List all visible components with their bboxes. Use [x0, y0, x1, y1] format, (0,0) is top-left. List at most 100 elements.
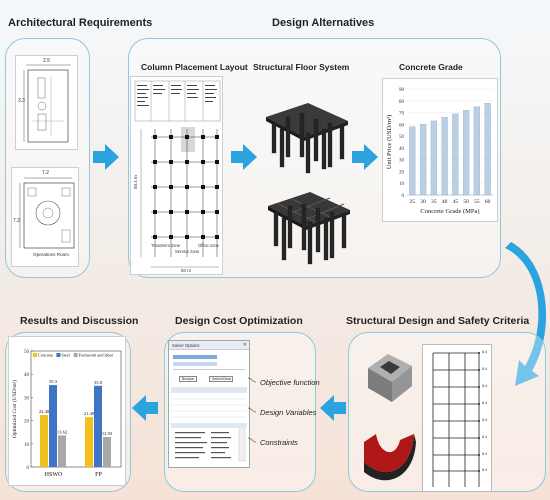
- y-tick-label: 0: [402, 194, 405, 199]
- architectural-drawing-top: 2.5 3.3: [15, 55, 78, 150]
- bar: [409, 127, 415, 195]
- bar: [49, 385, 57, 467]
- y-tick-label: 60: [399, 123, 405, 128]
- legend-swatch: [74, 353, 78, 357]
- y-tick-label: 40: [399, 147, 405, 152]
- x-tick-label: 60: [485, 199, 491, 205]
- arrow-right-icon: [229, 142, 259, 172]
- objective-cell-field[interactable]: [173, 355, 217, 359]
- section-title-design-alternatives: Design Alternatives: [272, 17, 374, 29]
- data-label: 22.40: [39, 409, 50, 414]
- data-label: 12.93: [102, 431, 113, 436]
- window-title: Solver Options: [172, 343, 199, 348]
- arrow-right-icon: [91, 142, 121, 172]
- data-label: 35.3: [49, 379, 58, 384]
- x-tick-label: FP: [95, 472, 102, 478]
- legend-label: Concrete: [38, 353, 53, 358]
- subsection-column-layout: Column Placement Layout: [141, 62, 248, 72]
- term-design-variables: Design Variables: [260, 408, 316, 417]
- x-tick-label: HSWO: [45, 472, 63, 478]
- x-tick-label: 25: [410, 199, 416, 205]
- section-title-design-cost-optimization: Design Cost Optimization: [175, 315, 303, 327]
- zone-label-treatment: Treatment zone: [151, 243, 180, 248]
- constraints-table: [171, 387, 249, 467]
- x-tick-label: 55: [474, 199, 480, 205]
- bracket-connector: [246, 358, 260, 456]
- bar: [485, 103, 491, 195]
- y-tick-label: 30: [24, 396, 30, 401]
- floor-plan-drawing-top: [16, 56, 79, 151]
- y-tick-label: 50: [24, 350, 30, 355]
- x-tick-label: 50: [463, 199, 469, 205]
- y-tick-label: 70: [399, 112, 405, 117]
- legend-swatch: [56, 353, 60, 357]
- bar: [58, 435, 66, 467]
- frame-label: 8.4: [482, 418, 487, 422]
- y-tick-label: 20: [399, 170, 405, 175]
- x-tick-label: 30: [420, 199, 426, 205]
- frame-label: 8.4: [482, 384, 487, 388]
- bar: [40, 415, 48, 467]
- bar: [85, 417, 93, 467]
- x-tick-label: 40: [442, 199, 448, 205]
- y-tick-label: 30: [399, 159, 405, 164]
- zone-label-office: Office zone: [198, 243, 219, 248]
- legend-label: Formwork and labor: [79, 353, 114, 358]
- floor-plan-drawing-bottom: [12, 168, 80, 268]
- zone-label-service: Service zone: [175, 249, 199, 254]
- subsection-concrete-grade: Concrete Grade: [399, 62, 463, 72]
- frame-label: 8.4: [482, 435, 487, 439]
- arrow-left-icon: [130, 393, 160, 423]
- solver-window-screenshot: Solver Options ✕ Browse Select/Clear: [168, 340, 250, 468]
- legend-label: Steel: [61, 353, 70, 358]
- structural-frame-card: 8.4 8.4 8.4 8.4 8.4 8.4 8.4 8.4: [422, 344, 492, 492]
- arrow-left-icon: [318, 393, 348, 423]
- overall-width-label: 50 m: [181, 268, 191, 273]
- variable-cell-field[interactable]: [173, 362, 217, 366]
- y-tick-label: 90: [399, 88, 405, 93]
- data-label: 13.62: [57, 429, 68, 434]
- bar: [463, 110, 469, 195]
- y-tick-label: 10: [24, 443, 30, 448]
- section-title-architectural-requirements: Architectural Requirements: [8, 17, 152, 29]
- x-tick-label: 35: [431, 199, 437, 205]
- bar: [474, 107, 480, 195]
- section-title-results-and-discussion: Results and Discussion: [20, 315, 138, 327]
- architectural-drawing-bottom: 7.2 7.2 Operations Room: [11, 167, 79, 267]
- data-label: 21.49: [84, 411, 95, 416]
- floor-system-slab-bottom: [258, 184, 358, 268]
- section-title-structural-design-safety: Structural Design and Safety Criteria: [346, 315, 529, 327]
- arrow-right-icon: [350, 142, 380, 172]
- close-icon[interactable]: ✕: [243, 342, 247, 348]
- bar: [103, 437, 111, 467]
- window-titlebar: Solver Options ✕: [169, 341, 249, 350]
- term-objective-function: Objective function: [260, 378, 320, 387]
- column-placement-layout-card: 50.4 m 50 m Treatment zone Service zone …: [130, 76, 223, 275]
- optimized-cost-chart: 01020304050ConcreteSteelFormwork and lab…: [9, 337, 127, 487]
- term-constraints: Constraints: [260, 438, 298, 447]
- select-clear-button[interactable]: Select/Clear: [209, 376, 233, 382]
- y-tick-label: 20: [24, 420, 30, 425]
- browse-button[interactable]: Browse: [179, 376, 197, 382]
- frame-label: 8.4: [482, 468, 487, 472]
- bar: [442, 117, 448, 195]
- frame-label: 8.4: [482, 367, 487, 371]
- legend-swatch: [33, 353, 37, 357]
- bar: [420, 124, 426, 195]
- concrete-grade-chart: 0 10 20 30 40 50 60 70 80 90 25 30 35 40 45 50 55 60Concr…: [383, 79, 499, 223]
- y-tick-label: 10: [399, 182, 405, 187]
- y-axis-label: Unit Price (USD/m³): [386, 115, 393, 169]
- x-axis-label: Concrete Grade (MPa): [420, 208, 479, 215]
- overall-height-label: 50.4 m: [133, 175, 138, 189]
- y-tick-label: 80: [399, 100, 405, 105]
- y-tick-label: 40: [24, 373, 30, 378]
- y-axis-label: Optimized Cost (USD/m²): [11, 380, 18, 438]
- bar: [431, 121, 437, 195]
- x-tick-label: 45: [453, 199, 459, 205]
- column-section-3d: [360, 340, 420, 410]
- frame-label: 8.4: [482, 452, 487, 456]
- data-label: 35.0: [94, 380, 103, 385]
- y-tick-label: 50: [399, 135, 405, 140]
